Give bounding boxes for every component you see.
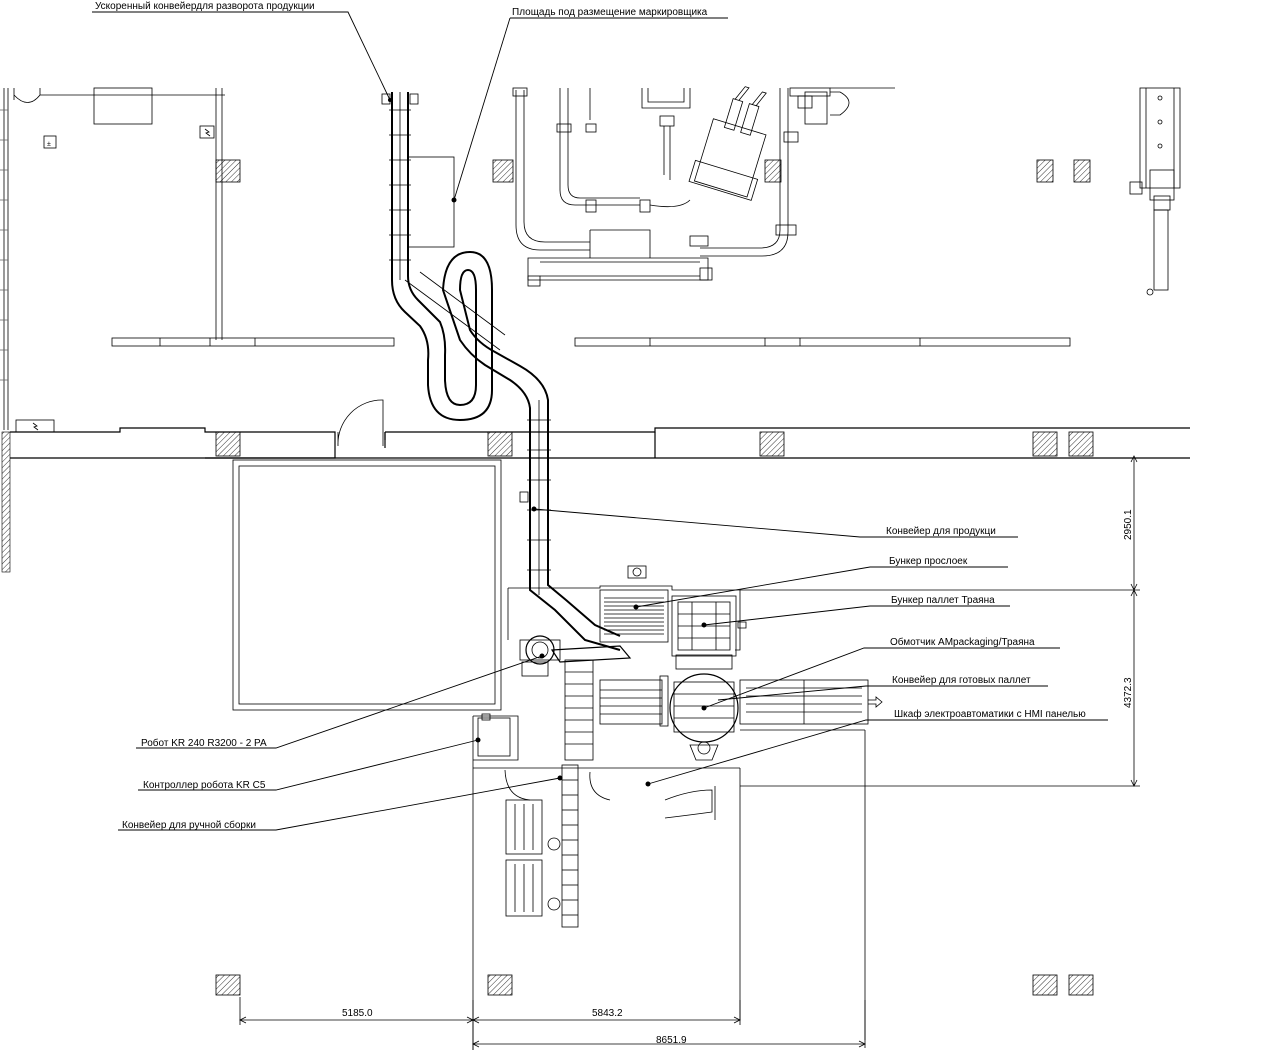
label-pallet-hopper: Бункер паллет Траяна: [891, 595, 995, 606]
leader-lines: [92, 11, 1108, 831]
label-robot-controller: Контроллер робота KR C5: [143, 779, 266, 791]
product-conveyor: [381, 92, 621, 651]
dim-horizontal-left: 5185.0: [342, 1008, 373, 1019]
rooms: [232, 459, 866, 1050]
label-product-conveyor: Конвейер для продукци: [886, 526, 996, 537]
palletizing-cell: [505, 565, 883, 928]
label-electrical-cabinet: Шкаф электроавтоматики с HMI панелью: [894, 708, 1086, 720]
dimension-labels: 2950.1 4372.3 5185.0 5843.2 8651.9: [342, 509, 1134, 1046]
dim-vertical-upper: 2950.1: [1123, 509, 1134, 540]
svg-text:±: ±: [47, 141, 51, 148]
building-walls: ±: [0, 87, 1190, 996]
dimension-lines: [239, 455, 1140, 1050]
dim-vertical-lower: 4372.3: [1123, 677, 1134, 708]
upper-piping: [512, 86, 1181, 296]
marker-area: [407, 156, 455, 248]
label-robot: Робот KR 240 R3200 - 2 PA: [141, 737, 267, 749]
callout-labels: Ускоренный конвейердля разворота продукц…: [95, 1, 1086, 831]
label-finished-pallet-conveyor: Конвейер для готовых паллет: [892, 675, 1031, 686]
label-marker-area: Площадь под размещение маркировщика: [512, 7, 708, 18]
dim-horizontal-total: 8651.9: [656, 1035, 687, 1046]
label-manual-assembly-conveyor: Конвейер для ручной сборки: [122, 819, 256, 831]
dim-horizontal-mid: 5843.2: [592, 1008, 623, 1019]
label-wrapper: Обмотчик AMpackaging/Траяна: [890, 636, 1035, 648]
label-interlayer-hopper: Бункер прослоек: [889, 556, 968, 567]
label-accelerated-conveyor: Ускоренный конвейердля разворота продукц…: [95, 1, 315, 12]
